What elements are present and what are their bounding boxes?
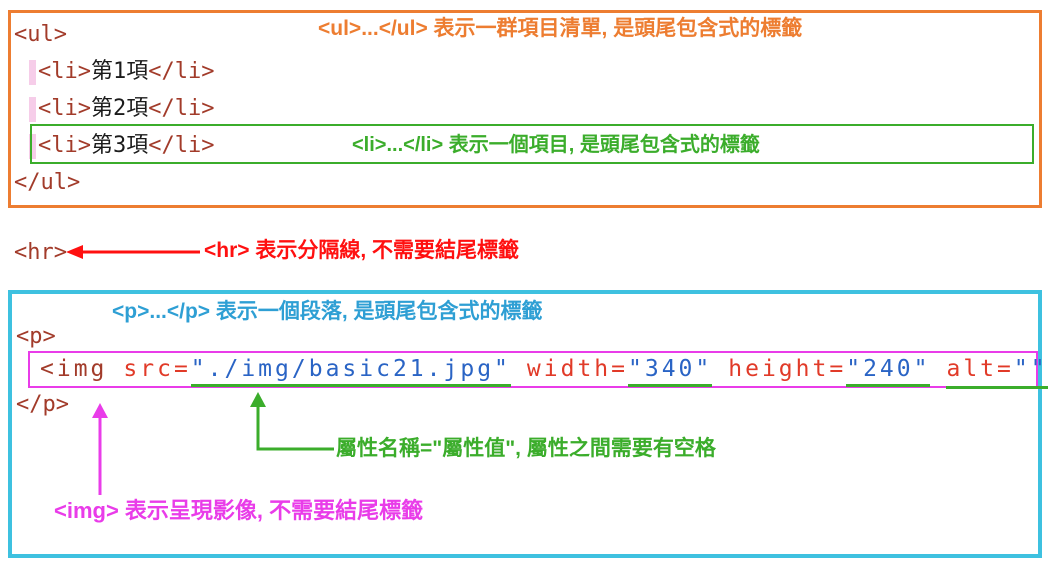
ul-close-code-line: </ul> [14, 170, 80, 196]
p-close-tag: </p> [16, 392, 69, 417]
list-item-code-line: <li>第3項</li> [38, 133, 214, 159]
li-close-tag: </li> [148, 133, 215, 158]
li-open-tag: <li> [38, 96, 91, 121]
green-up-arrow-icon [250, 392, 334, 451]
attr-name: src [123, 356, 174, 382]
attr-equals: = [829, 356, 847, 382]
p-code-box [8, 290, 1042, 558]
img-attr-height: height="240" [728, 356, 931, 387]
li-close-tag: </li> [148, 59, 215, 84]
ul-code-box [8, 10, 1042, 208]
li-annotation-box [30, 124, 1034, 164]
p-open-code-line: <p> [16, 324, 56, 350]
li-open-tag: <li> [38, 133, 91, 158]
li-close-tag: </li> [148, 96, 215, 121]
attr-equals: = [611, 356, 629, 382]
magenta-up-arrow-icon [92, 403, 108, 495]
li-text: 第3項 [90, 133, 149, 158]
list-item-code-line: <li>第1項</li> [38, 59, 214, 85]
ul-annotation: <ul>...</ul> 表示一群項目清單, 是頭尾包含式的標籤 [318, 17, 803, 40]
hr-tag: <hr> [14, 240, 67, 265]
p-close-code-line: </p> [16, 392, 69, 418]
img-open-tag: <img [40, 356, 108, 382]
attr-value: "./img/basic21.jpg" [190, 356, 511, 387]
ul-open-tag: <ul> [14, 22, 67, 47]
attr-value: "340" [628, 356, 713, 387]
li-text: 第2項 [90, 96, 149, 121]
selection-mark [29, 60, 36, 85]
img-attr-alt: alt="" [946, 356, 1048, 389]
ul-close-tag: </ul> [14, 170, 81, 195]
attr-value: "" [1013, 356, 1048, 382]
attr-equals: = [997, 356, 1014, 382]
ul-open-code-line: <ul> [14, 22, 67, 48]
red-left-arrow-icon [66, 245, 200, 259]
li-open-tag: <li> [38, 59, 91, 84]
hr-annotation: <hr> 表示分隔線, 不需要結尾標籤 [204, 239, 520, 262]
hr-code-line: <hr> [14, 240, 67, 266]
selection-mark [29, 134, 36, 159]
img-annotation: <img> 表示呈現影像, 不需要結尾標籤 [54, 498, 424, 523]
li-text: 第1項 [90, 59, 149, 84]
attr-name: width [526, 356, 612, 382]
attr-name: height [728, 356, 830, 382]
attribute-annotation: 屬性名稱="屬性值", 屬性之間需要有空格 [336, 437, 716, 460]
li-annotation: <li>...</li> 表示一個項目, 是頭尾包含式的標籤 [352, 134, 760, 156]
img-attr-src: src="./img/basic21.jpg" [123, 356, 511, 387]
img-code-frame [28, 351, 1038, 388]
attr-equals: = [173, 356, 191, 382]
selection-mark [29, 97, 36, 122]
list-item-code-line: <li>第2項</li> [38, 96, 214, 122]
img-attr-width: width="340" [526, 356, 713, 387]
attr-name: alt [946, 356, 998, 382]
p-open-tag: <p> [16, 324, 56, 349]
img-code-line: <img src="./img/basic21.jpg" width="340"… [40, 356, 1060, 389]
attr-value: "240" [846, 356, 931, 387]
p-annotation: <p>...</p> 表示一個段落, 是頭尾包含式的標籤 [112, 300, 543, 323]
